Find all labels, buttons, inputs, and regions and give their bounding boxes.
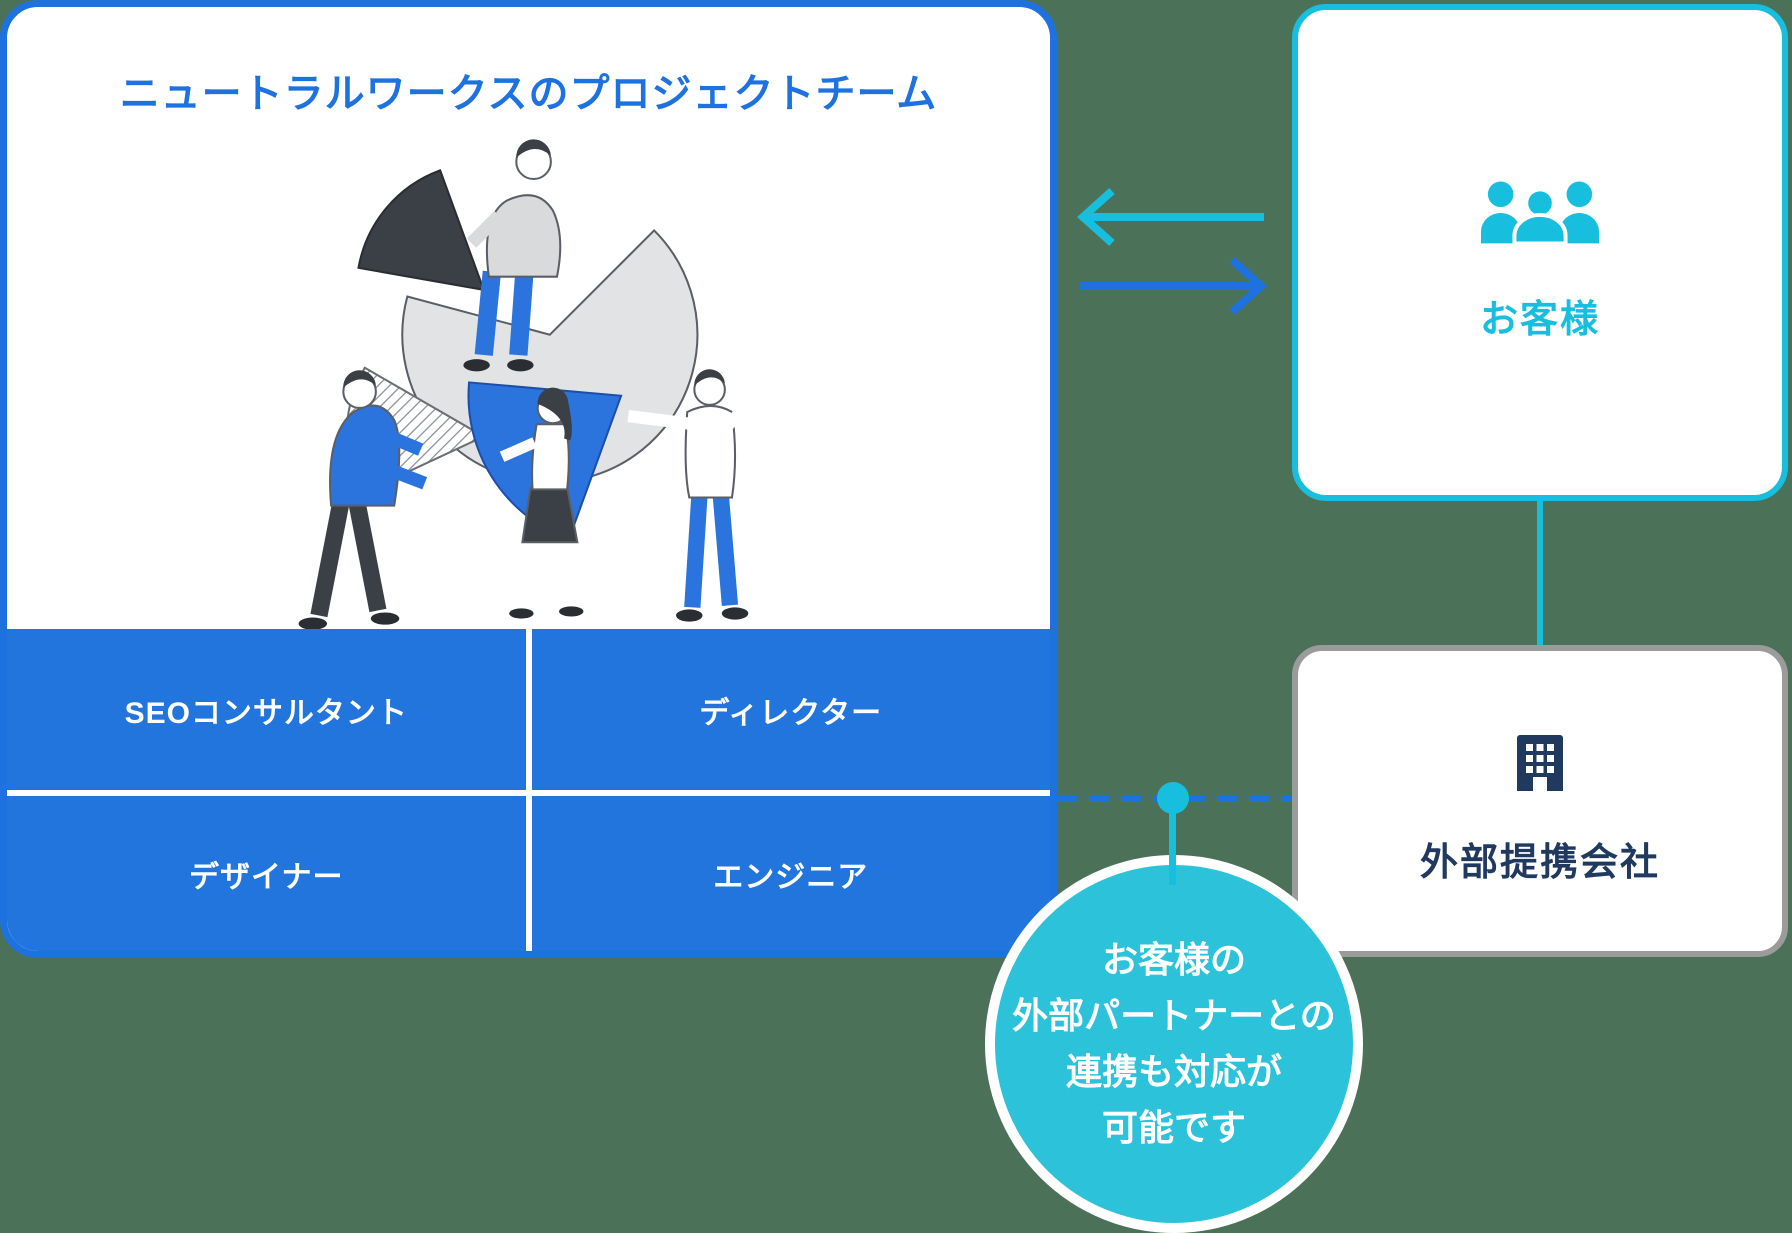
pie-dark-wedge <box>357 169 486 292</box>
partner-card-label: 外部提携会社 <box>1419 842 1660 884</box>
person-sitting <box>463 139 562 372</box>
person-woman <box>499 387 584 619</box>
note-line: 可能です <box>1101 1107 1246 1148</box>
customer-card: お客様 <box>1292 4 1788 501</box>
role-label: SEOコンサルタント <box>124 696 408 730</box>
arrow-right-icon <box>1080 257 1267 315</box>
people-group-icon <box>1481 181 1599 246</box>
role-cell-designer: デザイナー <box>7 796 526 951</box>
role-label: ディレクター <box>699 696 883 730</box>
office-building-icon <box>1517 735 1563 791</box>
customer-partner-connector <box>1537 500 1543 646</box>
note-line: 連携も対応が <box>1065 1051 1282 1092</box>
customer-card-label: お客様 <box>1479 299 1600 341</box>
role-cell-engineer: エンジニア <box>531 796 1050 951</box>
role-cell-seo-consultant: SEOコンサルタント <box>7 629 526 790</box>
note-line: お客様の <box>1101 939 1246 980</box>
person-left <box>298 370 428 630</box>
team-card-title: ニュートラルワークスのプロジェクトチーム <box>119 72 938 116</box>
role-label: エンジニア <box>713 860 869 894</box>
role-cell-director: ディレクター <box>531 629 1050 790</box>
role-label: デザイナー <box>189 860 344 894</box>
team-card: ニュートラルワークスのプロジェクトチーム <box>0 0 1057 958</box>
note-connector-stem <box>1169 810 1176 885</box>
team-pie-illustration <box>298 139 757 630</box>
link-dot <box>1157 782 1189 814</box>
note-line: 外部パートナーとの <box>1012 995 1336 1036</box>
note-circle: お客様の 外部パートナーとの 連携も対応が 可能です <box>985 855 1363 1233</box>
partner-card: 外部提携会社 <box>1292 645 1788 957</box>
arrow-left-icon <box>1077 188 1264 246</box>
person-right <box>627 369 757 622</box>
team-role-grid: SEOコンサルタント ディレクター デザイナー エンジニア <box>7 629 1050 951</box>
